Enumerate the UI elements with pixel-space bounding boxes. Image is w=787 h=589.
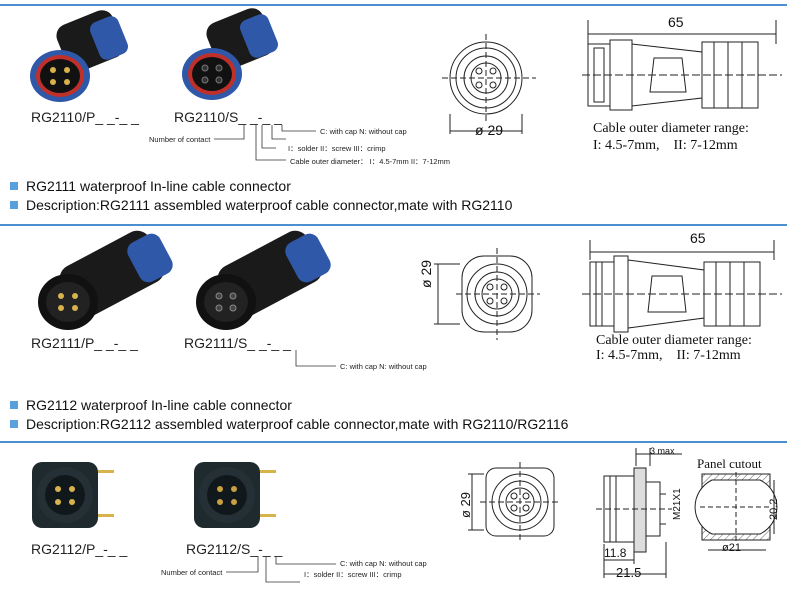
rg2112-side-view (596, 448, 682, 578)
rg2111-legend-cap: C: with cap N: without cap (340, 362, 427, 371)
rg2111-title-row: RG2111 waterproof In-line cable connecto… (10, 178, 291, 194)
bullet-square-icon (10, 401, 18, 409)
rg2111-plug-code: RG2111/P_ _-_ _ (31, 335, 138, 351)
rg2112-legend-cap: C: with cap N: without cap (340, 559, 427, 568)
section2-divider (0, 441, 787, 443)
rg2112-plug-image (32, 462, 114, 528)
rg2111-socket-code: RG2111/S_ _-_ _ (184, 335, 291, 351)
rg2112-socket-image (194, 462, 276, 528)
rg2110-front-diameter: ø 29 (475, 122, 504, 138)
rg2111-plug-image (38, 230, 173, 330)
rg2112-front-view (468, 462, 560, 542)
rg2112-title: RG2112 waterproof In-line cable connecto… (26, 397, 292, 413)
rg2111-description: Description:RG2111 assembled waterproof … (26, 197, 513, 213)
rg2110-legend-term: I：solder II：screw III：crimp (288, 144, 386, 153)
rg2110-legend-diameter: Cable outer diameter： I：4.5-7mm II：7-12m… (290, 157, 451, 166)
panel-cutout-flat: 20.2 (768, 498, 780, 520)
rg2112-plug-code: RG2112/P_-_ _ (31, 541, 128, 557)
rg2111-desc-row: Description:RG2111 assembled waterproof … (10, 197, 512, 213)
rg2111-front-view (434, 248, 540, 340)
rg2112-socket-code: RG2112/S_-_ _ (186, 541, 283, 557)
rg2110-legend-contact: Number of contact (149, 135, 211, 144)
rg2111-range-title: Cable outer diameter range: (596, 333, 752, 348)
panel-cutout-drawing (694, 472, 778, 551)
rg2112-title-row: RG2112 waterproof In-line cable connecto… (10, 397, 292, 413)
panel-cutout-diameter: ø21 (722, 542, 741, 554)
bullet-square-icon (10, 420, 18, 428)
rg2112-dim-thread: M21X1 (672, 488, 683, 520)
rg2112-legend-term: I：solder II：screw III：crimp (304, 570, 402, 579)
top-divider (0, 4, 787, 6)
rg2112-dim-21-5: 21.5 (616, 565, 642, 580)
rg2110-plug-code: RG2110/P_ _-_ _ (31, 109, 139, 125)
rg2110-legend-cap: C: with cap N: without cap (320, 127, 407, 136)
section1-divider (0, 224, 787, 226)
rg2112-legend-contact: Number of contact (161, 568, 223, 577)
rg2111-socket-image (196, 230, 331, 330)
rg2112-description: Description:RG2112 assembled waterproof … (26, 416, 569, 432)
bullet-square-icon (10, 201, 18, 209)
rg2112-front-diameter: ø 29 (458, 491, 473, 518)
rg2110-socket-image (182, 8, 278, 100)
rg2110-side-length: 65 (668, 14, 684, 30)
rg2110-front-view (442, 34, 536, 134)
rg2110-socket-code: RG2110/S_ _-_ _ (174, 109, 282, 125)
rg2111-title: RG2111 waterproof In-line cable connecto… (26, 178, 291, 194)
panel-cutout-title: Panel cutout (697, 456, 762, 471)
rg2110-side-view (582, 20, 782, 111)
rg2111-side-length: 65 (690, 230, 706, 246)
rg2111-range-values: I: 4.5-7mm, II: 7-12mm (596, 348, 741, 363)
rg2110-range-values: I: 4.5-7mm, II: 7-12mm (593, 138, 738, 153)
rg2110-range-title: Cable outer diameter range: (593, 121, 749, 136)
rg2111-side-view (582, 240, 782, 333)
rg2112-dim-3max: 3 max (650, 446, 675, 456)
rg2112-desc-row: Description:RG2112 assembled waterproof … (10, 416, 568, 432)
bullet-square-icon (10, 182, 18, 190)
rg2112-dim-11-8: 11.8 (604, 546, 627, 560)
rg2110-plug-image (30, 10, 128, 102)
